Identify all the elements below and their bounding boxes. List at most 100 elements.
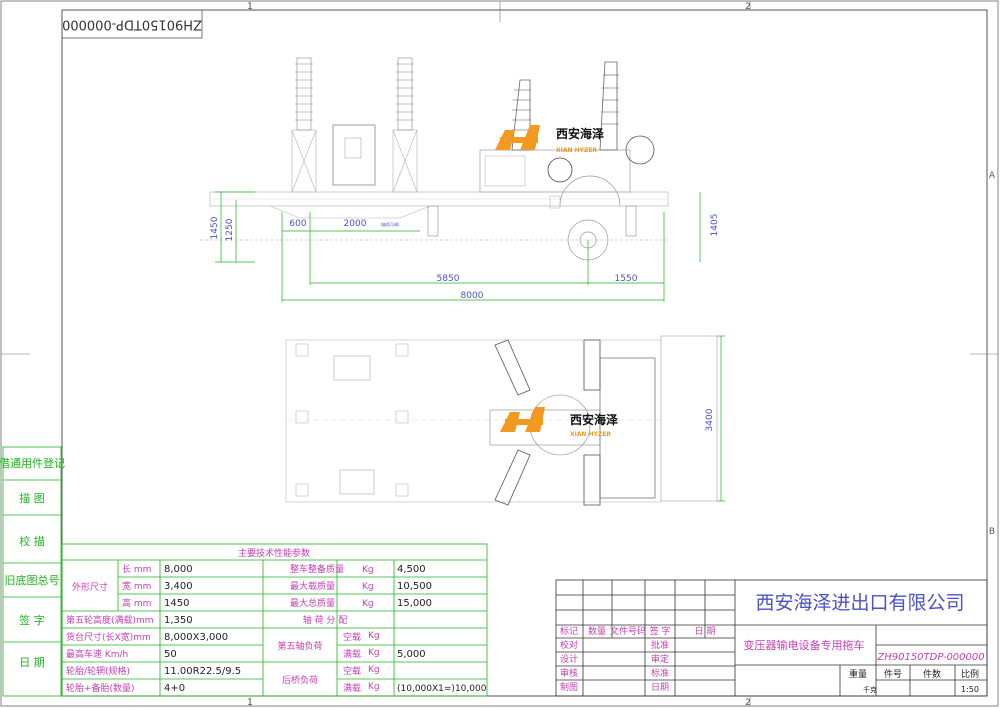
company-logo-bottom: 西安海泽 XIAN HYZER	[500, 407, 618, 438]
tb-header-doc: 文件号码	[610, 625, 646, 637]
drawing-number-box	[61, 9, 203, 39]
title-block	[555, 579, 988, 697]
spec-fifth-empty: 空载	[343, 631, 361, 643]
spec-fifth-full: 满载	[343, 648, 361, 660]
dim-side-height-1405: 1405	[710, 214, 720, 237]
dim-side-height-1450: 1450	[210, 216, 220, 239]
spec-tire-count-label: 轮胎+备胎(数量)	[66, 682, 135, 694]
spec-fifth-full-value: 5,000	[397, 649, 426, 660]
spec-length-value: 8,000	[164, 564, 193, 575]
side-label-trace: 描 图	[19, 491, 45, 505]
inner-border	[61, 9, 988, 697]
spec-max-load-label: 最大载质量	[290, 580, 335, 592]
spec-kg-c: Kg	[368, 665, 380, 675]
dim-8000: 8000	[461, 291, 484, 301]
spec-rear-load-label: 后桥负荷	[282, 674, 318, 686]
plan-view	[285, 335, 718, 506]
tb-role-drafting: 制图	[560, 681, 578, 693]
side-label-registry: 借通用件登记	[0, 456, 65, 470]
spec-length-label: 长 mm	[122, 563, 151, 575]
plan-dimension	[717, 335, 725, 502]
spec-rear-full-value: (10,000X1=)10,000	[397, 684, 487, 694]
tb-tons: 千克	[863, 685, 877, 694]
dim-plan-width-3400: 3400	[705, 408, 715, 431]
tb-header-date: 日 期	[695, 626, 716, 637]
tb-product-name: 变压器输电设备专用拖车	[744, 638, 865, 652]
side-column	[2, 446, 62, 697]
tb-header-qty: 数量	[588, 625, 606, 637]
spec-curb-weight-value: 4,500	[397, 564, 426, 575]
control-cabinet	[332, 124, 376, 186]
spec-max-total-label: 最大总质量	[290, 597, 335, 609]
drawing-number-top: ZH90150TDP-000000	[62, 17, 202, 32]
side-label-date: 日 期	[19, 656, 45, 669]
dim-2000: 2000	[344, 219, 367, 229]
zone-col-1-bottom: 1	[247, 698, 253, 708]
dim-2000-note: (轴距可调)	[380, 221, 400, 227]
tb-item-no: 件号	[884, 668, 902, 680]
tb-role-date: 日期	[651, 682, 669, 693]
spec-cargo-size-label: 货台尺寸(长X宽)mm	[66, 631, 151, 643]
side-view	[200, 57, 669, 261]
zone-row-a: A	[989, 171, 996, 181]
tb-role-check: 校对	[560, 639, 578, 651]
tb-scale-value: 1:50	[961, 685, 979, 694]
tb-role-validate: 审定	[651, 653, 669, 665]
tb-role-review: 审核	[560, 667, 578, 679]
tb-drawing-no: ZH90150TDP-000000	[876, 652, 984, 663]
dim-5850: 5850	[437, 274, 460, 284]
zone-col-1: 1	[247, 2, 253, 12]
spec-unit-kg-2: Kg	[362, 582, 374, 592]
spec-axle-load-title: 轴 荷 分 配	[303, 614, 348, 626]
spec-curb-weight-label: 整车整备质量	[290, 563, 344, 575]
spec-max-speed-label: 最高车速 Km/h	[66, 648, 128, 660]
spec-unit-kg-3: Kg	[362, 599, 374, 609]
tb-count: 件数	[923, 668, 941, 680]
zone-col-2-bottom: 2	[745, 698, 751, 708]
dim-1550: 1550	[615, 274, 638, 284]
logo-en-top: XIAN HYZER	[556, 147, 597, 154]
tb-scale: 比例	[961, 668, 979, 680]
zone-row-b: B	[989, 527, 995, 537]
spec-height-label: 高 mm	[122, 597, 151, 609]
dim-600: 600	[289, 219, 306, 229]
spec-kg-b: Kg	[368, 648, 380, 658]
spec-kg-a: Kg	[368, 631, 380, 641]
spec-kg-d: Kg	[368, 682, 380, 692]
spec-outer-size: 外形尺寸	[72, 581, 108, 593]
side-label-old-number: 旧底图总号	[5, 573, 60, 587]
company-logo-top: 西安海泽 XIAN HYZER	[495, 125, 604, 154]
spec-fifth-wheel-height-label: 第五轮高度(满载)mm	[66, 614, 154, 626]
logo-cn-bottom: 西安海泽	[570, 412, 618, 427]
spec-tire-count-value: 4+0	[164, 683, 185, 694]
tb-weight: 重量	[849, 668, 867, 680]
spec-fifth-load-label: 第五轴负荷	[277, 640, 322, 652]
tb-company-name: 西安海泽进出口有限公司	[755, 592, 964, 614]
spec-height-value: 1450	[164, 598, 189, 609]
spec-fifth-wheel-height-value: 1,350	[164, 615, 193, 626]
spec-rear-full: 满载	[343, 682, 361, 694]
spec-table	[61, 543, 488, 697]
spec-unit-kg-1: Kg	[362, 565, 374, 575]
tb-role-design: 设计	[560, 653, 578, 665]
spec-max-speed-value: 50	[164, 649, 177, 660]
logo-cn-top: 西安海泽	[556, 126, 604, 141]
spec-max-total-value: 15,000	[397, 598, 432, 609]
spec-tire-label: 轮胎/轮辋(规格)	[66, 665, 130, 677]
spec-tire-value: 11.00R22.5/9.5	[164, 666, 241, 677]
side-label-sign: 签 字	[19, 613, 45, 627]
tb-header-mark: 标记	[560, 625, 578, 637]
tb-role-standard: 标准	[651, 667, 669, 679]
side-label-check: 校 描	[19, 534, 45, 548]
spec-width-label: 宽 mm	[122, 580, 151, 592]
tb-header-sign: 签 字	[650, 625, 671, 637]
zone-col-2: 2	[745, 2, 751, 12]
spec-max-load-value: 10,500	[397, 581, 432, 592]
spec-width-value: 3,400	[164, 581, 193, 592]
spec-title: 主要技术性能参数	[238, 547, 310, 559]
side-dimensions	[215, 191, 701, 302]
dim-side-height-1250: 1250	[225, 218, 235, 241]
tb-role-approve: 批准	[651, 639, 669, 651]
